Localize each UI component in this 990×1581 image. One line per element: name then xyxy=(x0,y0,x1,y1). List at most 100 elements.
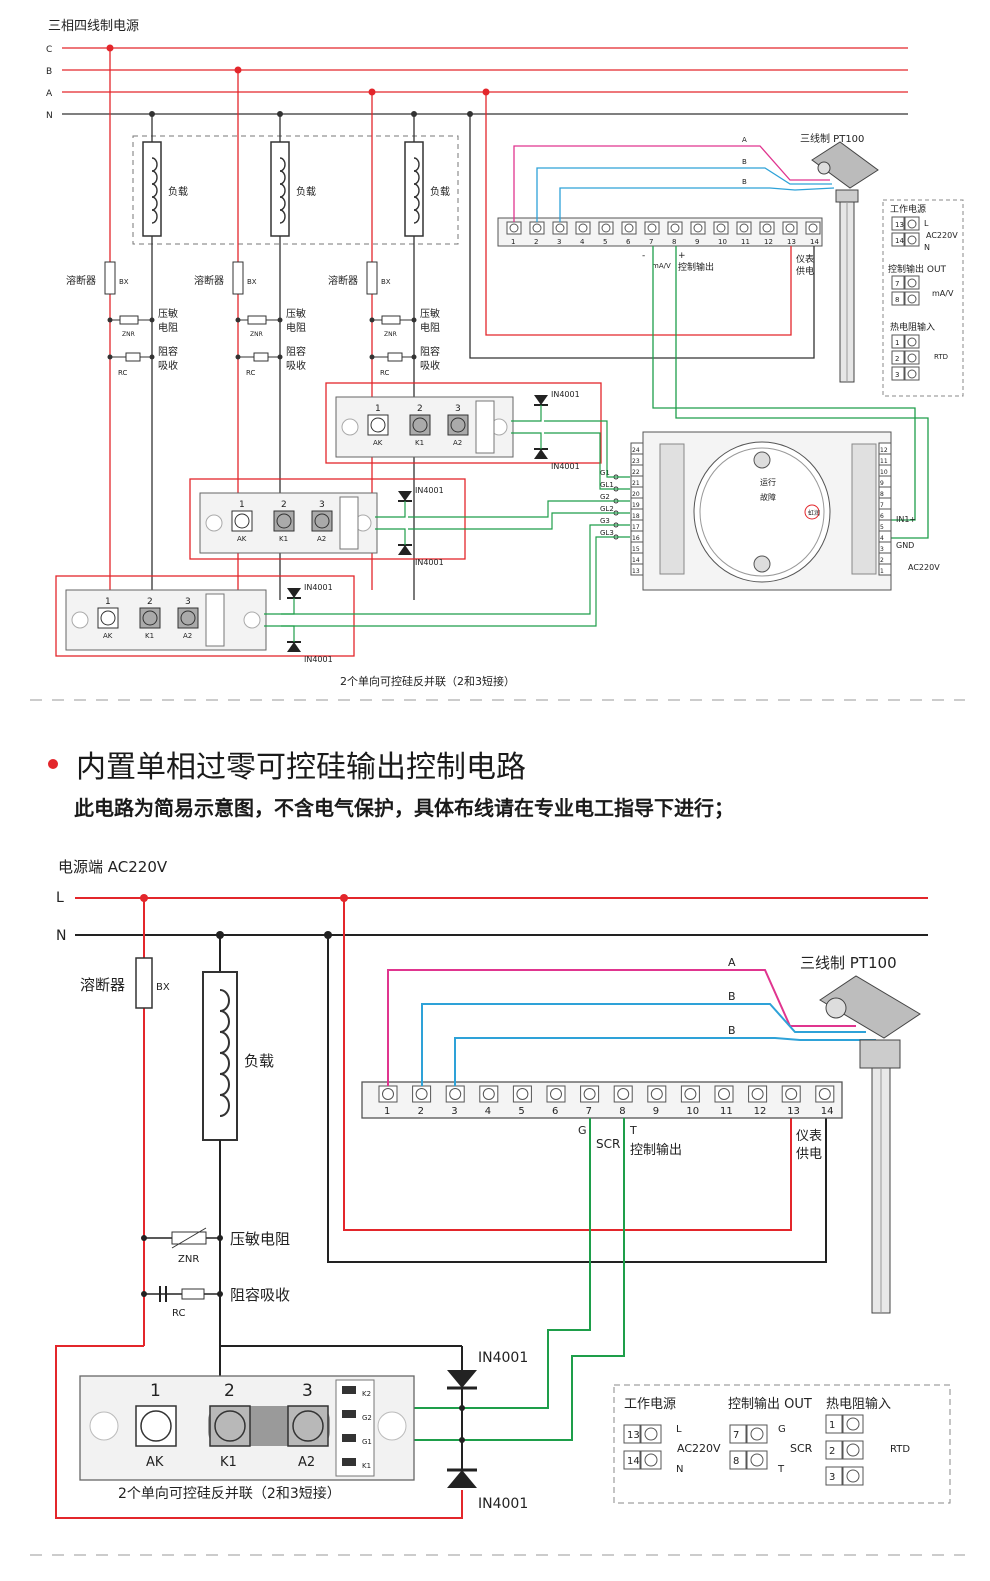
bottom-module-terminal-head xyxy=(140,1410,172,1442)
bottom-terminal-head xyxy=(650,1088,663,1100)
bottom-legend-N: N xyxy=(676,1464,683,1475)
rc-abs-label-a-1: 阻容 xyxy=(286,345,306,358)
supply-label-2: 供电 xyxy=(796,265,814,277)
bottom-N-label: N xyxy=(56,928,66,944)
bottom-wire-B-2: B xyxy=(728,1024,736,1037)
phase-label-A: A xyxy=(46,89,53,99)
bottom-terminal-11: 11 xyxy=(720,1106,733,1117)
znr-label-0: ZNR xyxy=(122,331,135,338)
bottom-legend-screw-head xyxy=(846,1443,860,1457)
bottom-legend-screw xyxy=(842,1414,864,1434)
module-label: K1 xyxy=(145,632,154,640)
terminal-screw xyxy=(667,221,683,235)
gate-label-G1: G1 xyxy=(600,469,610,477)
bottom-diode-bot xyxy=(447,1470,477,1488)
supply-label-1: 仪表 xyxy=(796,253,814,265)
bottom-legend-scr: SCR xyxy=(790,1442,813,1455)
rc-abs-label-b-1: 吸收 xyxy=(286,359,306,372)
bottom-power-lines: LN xyxy=(56,890,928,944)
varistor-label-b-0: 电阻 xyxy=(158,321,178,334)
bottom-gate-T xyxy=(360,1118,625,1441)
terminal-screw-head xyxy=(693,223,703,233)
three-phase-loads: 负载负载负载 xyxy=(142,141,450,237)
bottom-terminal-head xyxy=(785,1088,798,1100)
controller-fault: 故障 xyxy=(760,492,776,502)
top-legend: 工作电源 控制输出 OUT 热电阻输入 AC220V L N mA/V RTD … xyxy=(882,199,964,397)
bottom-terminal-10: 10 xyxy=(686,1106,699,1117)
module-terminal-head xyxy=(180,610,196,626)
legend-screw-head xyxy=(907,278,917,288)
junction xyxy=(217,1235,223,1241)
fuse-label-2: 溶断器 xyxy=(328,274,358,287)
bottom-terminal-14: 14 xyxy=(821,1106,834,1117)
supply-wire-L xyxy=(485,92,792,336)
gate-wire xyxy=(511,405,542,422)
diode-top-2 xyxy=(287,588,301,598)
bottom-terminal-screw xyxy=(647,1085,667,1103)
bottom-legend-term-label-13: 13 xyxy=(627,1430,640,1441)
load-coil xyxy=(413,209,420,224)
load-coil xyxy=(279,209,286,224)
terminal-2: 2 xyxy=(534,238,538,246)
terminal-screw-head xyxy=(739,223,749,233)
bottom-legend-term-label-8: 8 xyxy=(733,1456,739,1467)
module-pin: 1 xyxy=(375,404,381,414)
bottom-legend-screw-head xyxy=(750,1453,764,1467)
bottom-terminal-screw xyxy=(546,1085,566,1103)
terminal-screw-head xyxy=(532,223,542,233)
module-red-loop-2 xyxy=(55,575,355,657)
gate-wire xyxy=(511,432,542,449)
legend-term-1 xyxy=(891,334,905,349)
varistor-0 xyxy=(119,315,139,325)
gate-bus-1 xyxy=(544,420,630,478)
bottom-module-terminal-head xyxy=(292,1410,324,1442)
module-body-2 xyxy=(65,589,267,651)
bottom-legend-screw-head xyxy=(750,1427,764,1441)
junction xyxy=(149,317,155,323)
terminal-3: 3 xyxy=(557,238,561,246)
terminal-12: 12 xyxy=(764,238,773,246)
safety-note: 此电路为简易示意图，不含电气保护，具体布线请在专业电工指导下进行； xyxy=(74,796,734,820)
bottom-load-coil xyxy=(219,1073,230,1096)
terminal-screw-head xyxy=(716,223,726,233)
module-red-loop-0 xyxy=(325,382,602,464)
controller-brand: 虹润 xyxy=(808,509,820,517)
rc-abs-label-a-2: 阻容 xyxy=(420,345,440,358)
junction xyxy=(235,317,241,323)
load-label-1: 负载 xyxy=(296,185,316,198)
bottom-legend-term-label-7: 7 xyxy=(733,1430,739,1441)
bottom-fuse-label: 溶断器 xyxy=(80,976,125,994)
wire-A-label: A xyxy=(742,136,747,144)
rc-1 xyxy=(253,352,269,362)
side-label-K2: K2 xyxy=(362,1390,371,1398)
bottom-terminal-screw xyxy=(613,1085,633,1103)
bottom-legend-screw-head xyxy=(644,1453,658,1467)
ctrl-right-term-label-4: 4 xyxy=(880,535,884,542)
module-hole xyxy=(71,611,89,629)
terminal-11: 11 xyxy=(741,238,750,246)
junction xyxy=(107,354,113,360)
rc-label-2: RC xyxy=(380,369,390,377)
ctrl-left-term-label-13: 13 xyxy=(632,568,640,575)
ctrl-right-term-label-6: 6 xyxy=(880,513,884,520)
terminal-screw xyxy=(690,221,706,235)
bottom-t-label: T xyxy=(629,1124,637,1137)
bottom-terminal-head xyxy=(617,1088,630,1100)
bottom-diode-label-bot: IN4001 xyxy=(478,1496,528,1512)
bottom-load-coil xyxy=(219,1094,230,1117)
phase-label-N: N xyxy=(46,111,53,121)
rc-abs-label-a-0: 阻容 xyxy=(158,345,178,358)
minus-label: - xyxy=(642,251,645,261)
module-terminal-head xyxy=(314,513,330,529)
diode-bot-0 xyxy=(534,449,548,459)
bottom-znr-label: ZNR xyxy=(178,1254,199,1265)
varistor-2 xyxy=(381,315,401,325)
module-pin: 2 xyxy=(147,597,153,607)
bottom-terminal-8: 8 xyxy=(619,1106,625,1117)
diode-top-0 xyxy=(534,395,548,405)
znr-label-1: ZNR xyxy=(250,331,263,338)
module-label: AK xyxy=(373,439,383,447)
gate-bus-5 xyxy=(281,524,630,615)
bottom-terminal-7: 7 xyxy=(586,1106,592,1117)
